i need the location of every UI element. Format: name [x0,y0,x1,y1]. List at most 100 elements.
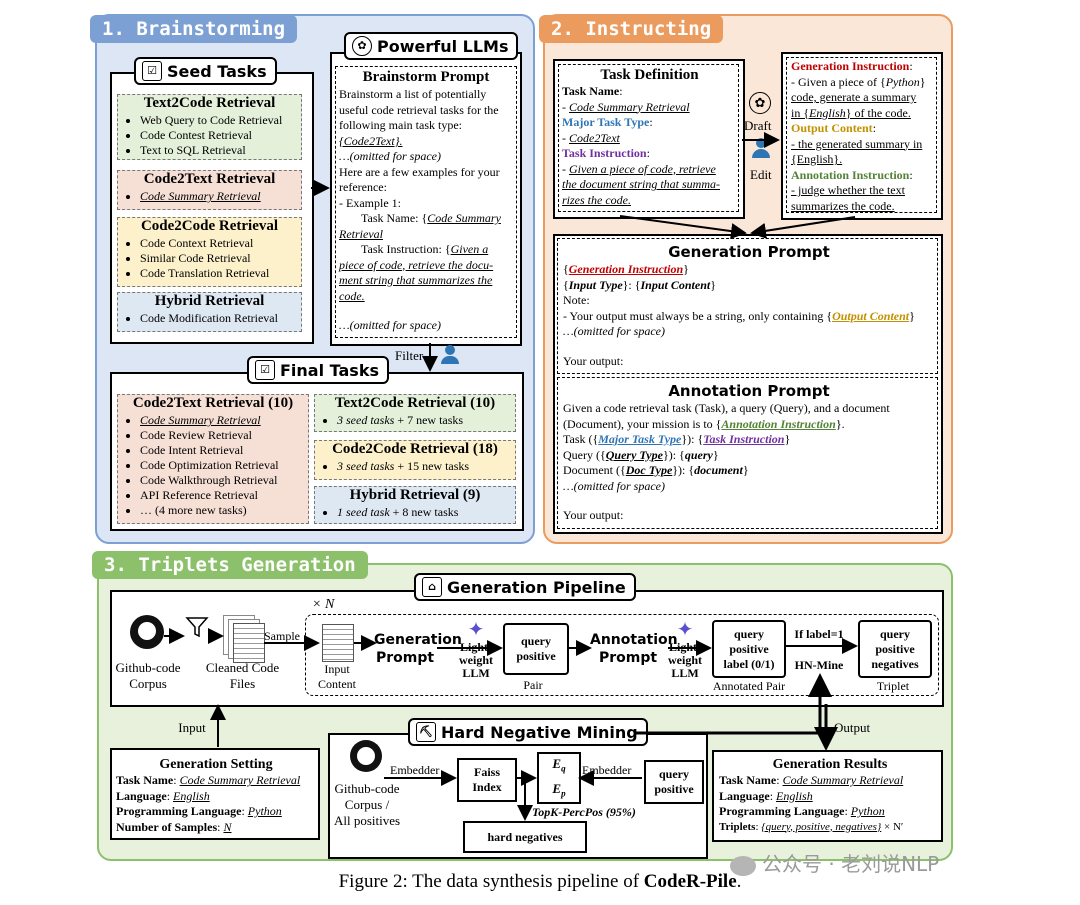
text-span: Task Name [719,773,777,787]
openai-icon: ✿ [352,36,372,56]
text-span: Language [719,788,770,803]
text-span: Number of Samples [116,819,218,834]
text-span: Programming Language [116,804,242,818]
seed-hybrid: Hybrid Retrieval Code Modification Retri… [117,292,302,332]
text-span: E [552,756,562,771]
text-line: Your output: [563,353,624,368]
text-span: Task Instruction: { [361,242,451,256]
text-span: Output Content [791,121,873,135]
llm-label: Light- weight LLM [668,640,702,680]
text-line: …(omitted for space) [563,478,665,493]
text-span: - Given a piece of { [791,74,886,89]
text-span: Input Type [568,277,623,292]
text-span: 3 seed tasks [337,459,395,473]
annotation-prompt-title: Annotation Prompt [668,382,830,400]
text-span: 3 seed tasks [337,413,395,427]
arrow-instr-to-prompt [750,216,856,239]
text-line: piece of code, retrieve the docu- [339,257,494,272]
list-item: Web Query to Code Retrieval [140,113,301,128]
seed-text2code-title: Text2Code Retrieval [143,95,276,111]
final-code2text: Code2Text Retrieval (10) Code Summary Re… [117,394,309,524]
list-item: Code Optimization Retrieval [140,458,308,473]
final-hybrid: Hybrid Retrieval (9) 1 seed task + 8 new… [314,486,516,524]
text-span: Document ({ [563,463,626,477]
text-line: Retrieval [339,226,383,241]
text-span: × N′ [881,820,904,833]
text-span: Output Content [832,308,910,323]
github-icon-inner [138,622,156,640]
text-span: Python [885,74,920,89]
checklist-icon: ☑ [142,61,162,81]
hard-negative-mining-title: ⛏Hard Negative Mining [408,718,648,746]
text-line: reference: [339,180,387,194]
text-span: Doc Type [625,463,673,477]
watermark: 公众号 · 老刘说NLP [730,848,939,877]
list-item: Code Intent Retrieval [140,443,308,458]
text-span: Query ({ [563,447,606,462]
eq-label: Eq [552,756,566,774]
openai-icon: ✿ [749,92,771,114]
text-span: Task Instruction [562,146,647,160]
seed-tasks-title: ☑Seed Tasks [134,57,277,85]
pipeline-loop-box [305,614,939,696]
text-line: code, generate a summary [791,90,917,104]
brainstorm-prompt-inner [335,66,517,338]
final-code2text-title: Code2Text Retrieval (10) [132,395,294,411]
text-span: query [684,447,713,462]
task-definition-text: Task Definition Task Name: - Code Summar… [562,67,737,208]
text-line: Given a code retrieval task (Task), a qu… [563,401,890,415]
task-definition-title: Task Definition [600,67,699,83]
task-definition-inner [558,64,739,212]
text-span: + 7 new tasks [394,413,464,427]
mining-icon: ⛏ [416,722,436,742]
faiss-index-box: Faiss Index [457,758,517,802]
text-line: summarizes the code. [791,198,895,213]
generation-setting-title: Generation Setting [159,757,273,772]
text-line: Your output: [563,508,624,522]
text-span: Language [116,788,167,803]
text-span: E [552,780,562,796]
github-icon-inner [357,747,375,765]
caption-text: Figure 2: The data synthesis pipeline of [338,871,644,892]
text-line: {English}. [791,152,843,166]
text-span: Programming Language [719,804,845,818]
text-span: Query Type [605,447,663,462]
list-item: Code Context Retrieval [140,236,301,251]
final-code2code-title: Code2Code Retrieval (18) [332,441,498,457]
text-line: …(omitted for space) [339,318,441,332]
llm-icon: ✦ [467,619,485,641]
text-line: Here are a few examples for your [339,164,500,179]
text-line: ment string that summarizes the [339,273,493,287]
text-span: Given a [450,242,489,256]
text-span: Code Summary Retrieval [569,99,690,114]
final-tasks-title: ☑Final Tasks [247,356,389,384]
pair-label: Pair [523,678,543,692]
text-span: Task Instruction [703,432,785,446]
text-line: …(omitted for space) [563,324,665,338]
github-corpus-label: Github-code Corpus [115,660,181,691]
text-span: English [809,105,846,120]
instruction-text: Generation Instruction: - Given a piece … [791,59,937,214]
text-span: Given a piece of code, retrieve [569,161,716,176]
text-span: Generation Instruction [568,262,684,276]
instructing-tag: 2. Instructing [539,15,724,43]
instruction-inner [786,57,937,213]
text-line: code. [339,288,365,303]
list-item: API Reference Retrieval [140,488,308,503]
triplets-tag: 3. Triplets Generation [92,551,368,579]
input-content-icon [322,624,354,662]
triplet-box: query positive negatives [858,620,932,678]
caption-bold: CodeR-Pile [643,871,737,892]
text-span: Major Task Type [598,432,682,446]
hn-mine-label: HN-Mine [794,658,844,672]
text-line: rizes the code. [562,192,631,207]
cleaned-files-label: Cleaned Code Files [205,660,280,691]
topk-label: TopK-PercPos (95%) [532,805,636,819]
text-span: Triplets [719,820,756,833]
brainstorm-prompt-title: Brainstorm Prompt [362,69,490,85]
text-span: Code Summary Retrieval [179,773,301,787]
text-line: …(omitted for space) [339,149,441,163]
text-span: + 8 new tasks [389,505,459,519]
seed-text2code: Text2Code Retrieval Web Query to Code Re… [117,94,302,160]
hard-negatives-box: hard negatives [463,821,587,853]
